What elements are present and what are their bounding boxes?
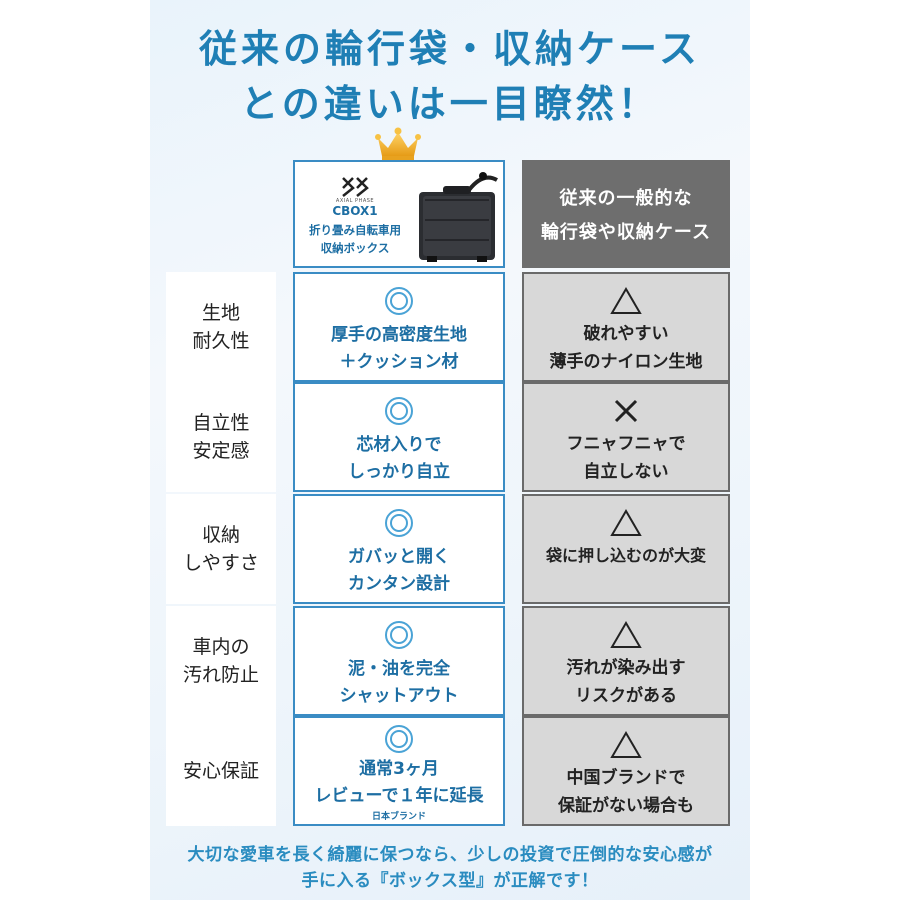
- triangle-icon: [610, 731, 642, 758]
- triangle-icon: [610, 621, 642, 648]
- headline-line2: との違いは一目瞭然！: [240, 82, 660, 126]
- ours-text-line1: 厚手の高密度生地: [331, 325, 467, 345]
- triangle-icon: [610, 509, 642, 536]
- ours-cell-warranty: 通常3ヶ月 レビューで１年に延長 日本ブランド: [293, 716, 505, 826]
- theirs-text-line1: フニャフニャで: [566, 434, 686, 454]
- ours-cell-dirt-prevention: 泥・油を完全 シャットアウト: [293, 606, 505, 716]
- ours-cell-ease-of-storage: ガバッと開く カンタン設計: [293, 494, 505, 604]
- product-model: CBOX1: [332, 204, 378, 218]
- ours-cell-stability: 芯材入りで しっかり自立: [293, 382, 505, 492]
- theirs-cell-stability: フニャフニャで 自立しない: [522, 382, 730, 492]
- row-label-line1: 自立性: [192, 412, 250, 434]
- ours-text-line2: ＋クッション材: [339, 352, 459, 372]
- row-label-line2: しやすさ: [183, 552, 259, 574]
- row-label-warranty: 安心保証: [166, 716, 276, 826]
- theirs-text-line1: 袋に押し込むのが大変: [545, 546, 706, 565]
- row-label-durability: 生地 耐久性: [166, 272, 276, 382]
- ours-text-line3: 日本ブランド: [371, 812, 426, 822]
- product-header: AXIAL PHASE CBOX1 折り畳み自転車用 収納ボックス: [293, 160, 505, 268]
- competitor-header: 従来の一般的な 輪行袋や収納ケース: [522, 160, 730, 268]
- theirs-text-line2: 自立しない: [583, 462, 669, 482]
- row-label-line2: 耐久性: [192, 330, 250, 352]
- ours-text-line1: 芯材入りで: [356, 435, 442, 455]
- ours-text-line1: 泥・油を完全: [348, 659, 450, 679]
- ours-cell-durability: 厚手の高密度生地 ＋クッション材: [293, 272, 505, 382]
- theirs-cell-ease-of-storage: 袋に押し込むのが大変: [522, 494, 730, 604]
- footer-line1: 大切な愛車を長く綺麗に保つなら、少しの投資で圧倒的な安心感が: [187, 845, 713, 865]
- row-label-dirt-prevention: 車内の 汚れ防止: [166, 606, 276, 716]
- headline-line1: 従来の輪行袋・収納ケース: [198, 27, 702, 71]
- double-circle-icon: [385, 621, 413, 649]
- row-label-line2: 汚れ防止: [182, 664, 259, 686]
- row-label-line1: 生地: [201, 302, 240, 324]
- ours-text-line2: レビューで１年に延長: [314, 786, 484, 806]
- crown-icon: [375, 127, 421, 161]
- theirs-cell-dirt-prevention: 汚れが染み出す リスクがある: [522, 606, 730, 716]
- row-label-line1: 安心保証: [182, 760, 259, 782]
- theirs-text-line1: 汚れが染み出す: [566, 658, 686, 678]
- cross-icon: [614, 399, 638, 423]
- theirs-text-line2: 保証がない場合も: [558, 796, 694, 816]
- brand-logo-icon: [342, 177, 369, 197]
- ours-text-line2: シャットアウト: [339, 686, 459, 706]
- double-circle-icon: [385, 397, 413, 425]
- theirs-text-line1: 中国ブランドで: [566, 768, 686, 788]
- row-label-line2: 安定感: [192, 440, 250, 462]
- row-label-ease-of-storage: 収納 しやすさ: [166, 494, 276, 604]
- competitor-header-line2: 輪行袋や収納ケース: [540, 222, 712, 243]
- double-circle-icon: [385, 287, 413, 315]
- double-circle-icon: [385, 509, 413, 537]
- theirs-text-line2: 薄手のナイロン生地: [549, 352, 703, 372]
- row-label-line1: 収納: [201, 524, 240, 546]
- row-label-line1: 車内の: [192, 636, 250, 658]
- brand-subtext: AXIAL PHASE: [335, 198, 375, 204]
- ours-text-line1: 通常3ヶ月: [359, 759, 439, 779]
- double-circle-icon: [385, 725, 413, 753]
- product-name-line1: 折り畳み自転車用: [309, 223, 401, 237]
- comparison-page: 従来の輪行袋・収納ケース との違いは一目瞭然！ AXIAL PHASE CBOX…: [150, 0, 750, 900]
- theirs-text-line2: リスクがある: [575, 686, 677, 706]
- ours-text-line2: カンタン設計: [348, 574, 450, 594]
- row-label-stability: 自立性 安定感: [166, 382, 276, 492]
- theirs-cell-durability: 破れやすい 薄手のナイロン生地: [522, 272, 730, 382]
- theirs-text-line1: 破れやすい: [583, 324, 669, 344]
- storage-box-image: [419, 172, 498, 262]
- product-name-line2: 収納ボックス: [320, 241, 390, 255]
- footer-line2: 手に入る『ボックス型』が正解です！: [301, 871, 599, 891]
- ours-text-line1: ガバッと開く: [348, 547, 450, 567]
- triangle-icon: [610, 287, 642, 314]
- theirs-cell-warranty: 中国ブランドで 保証がない場合も: [522, 716, 730, 826]
- ours-text-line2: しっかり自立: [348, 462, 450, 482]
- competitor-header-line1: 従来の一般的な: [559, 188, 693, 209]
